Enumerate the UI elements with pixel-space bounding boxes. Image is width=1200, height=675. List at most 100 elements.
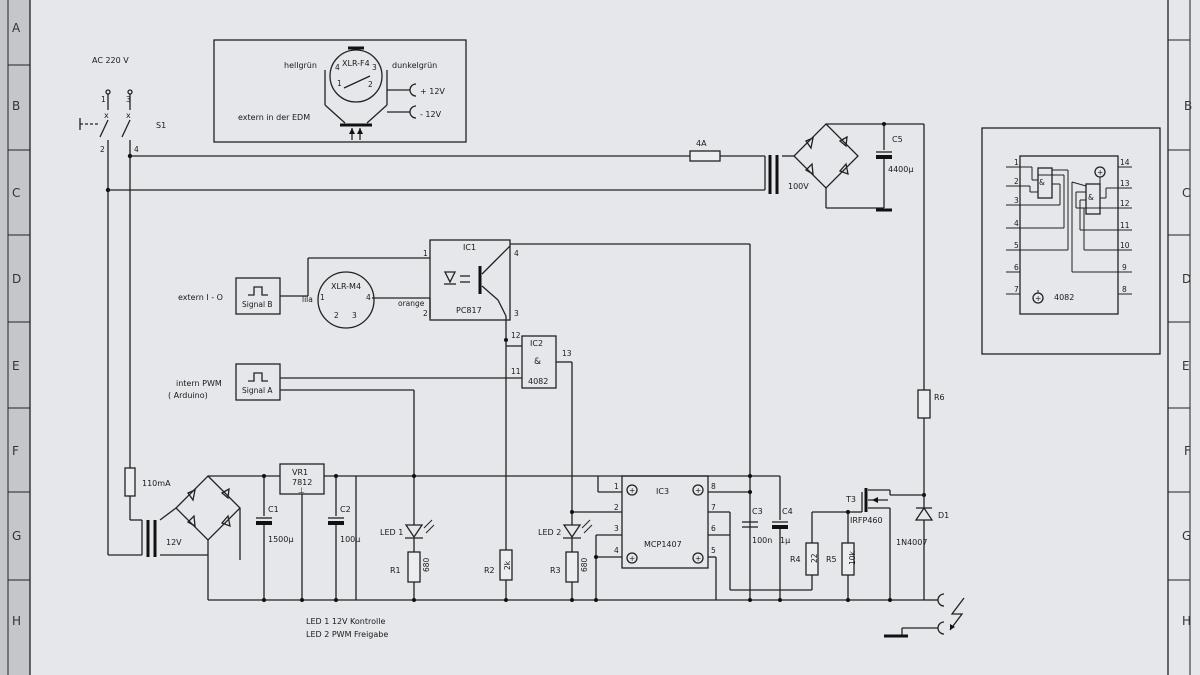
- pin-label: 6: [711, 524, 716, 533]
- pin-label: 4: [335, 63, 340, 72]
- r5-label: R5: [826, 555, 837, 564]
- xlr-m4-connector: [317, 271, 375, 329]
- row-label: A: [12, 21, 21, 35]
- pin-label: 4: [134, 145, 139, 154]
- pin-label: 8: [711, 482, 716, 491]
- pin-label: 10: [1120, 241, 1130, 250]
- pin-label: 14: [1120, 158, 1130, 167]
- plus12-label: + 12V: [420, 87, 445, 96]
- pin-label: 2: [614, 503, 619, 512]
- pin-label: 11: [511, 367, 521, 376]
- spark-symbol: [949, 597, 965, 631]
- pin-label: 1: [423, 249, 428, 258]
- legend-led2: LED 2 PWM Freigabe: [306, 630, 388, 639]
- ic1-type: PC817: [456, 306, 482, 315]
- gate-symbol: &: [1039, 178, 1045, 187]
- pin-label: 12: [1120, 199, 1130, 208]
- c4-value: 1µ: [780, 536, 790, 545]
- output-stage: 22 R4 10k R5 T3 IRFP460 D1 1N4007: [790, 488, 965, 638]
- r1: [407, 551, 421, 583]
- r3-label: R3: [550, 566, 561, 575]
- row-label: G: [12, 529, 21, 543]
- hellgruen-label: hellgrün: [284, 61, 317, 70]
- t3-label: T3: [845, 495, 856, 504]
- c2-label: C2: [340, 505, 351, 514]
- vr1-label: VR1: [292, 468, 308, 477]
- d1-type: 1N4007: [896, 538, 927, 547]
- pinout-ic-label: 4082: [1054, 293, 1074, 302]
- drawing-frame: A B C D E F G H B C D E F G H: [7, 0, 1192, 675]
- legend: LED 1 12V Kontrolle LED 2 PWM Freigabe: [306, 617, 388, 639]
- intern-pwm-label: intern PWM: [176, 379, 222, 388]
- low-voltage-supply: 110mA 12V C1 1500µ VR1 7812 ⊥: [108, 463, 924, 602]
- r1-label: R1: [390, 566, 401, 575]
- plus-mark: +: [629, 554, 635, 563]
- led1-label: LED 1: [380, 528, 403, 537]
- xlr-m4-label: XLR-M4: [331, 282, 361, 291]
- plus-mark: +: [1035, 294, 1041, 303]
- xlr-f4-label: XLR-F4: [342, 59, 370, 68]
- switch-contact: x: [104, 111, 109, 120]
- pin-label: 5: [1014, 241, 1019, 250]
- gate-symbol: &: [1088, 193, 1094, 202]
- row-label: G: [1182, 529, 1191, 543]
- pin-label: 3: [1014, 196, 1019, 205]
- pin-label: 4: [366, 293, 371, 302]
- switch-contact: x: [126, 111, 131, 120]
- pin-label: 1: [320, 293, 325, 302]
- row-label: D: [1182, 272, 1191, 286]
- pin-label: 3: [372, 63, 377, 72]
- row-label: F: [12, 444, 19, 458]
- mains-input: AC 220 V 1 3 x x S1 2 4: [79, 56, 166, 555]
- pin-label: 2: [368, 80, 373, 89]
- row-label: E: [12, 359, 20, 373]
- pin-label: 3: [126, 95, 131, 104]
- row-label: C: [1182, 186, 1190, 200]
- pin-label: 7: [1014, 285, 1019, 294]
- pin-label: 4: [614, 546, 619, 555]
- pin-label: 11: [1120, 221, 1130, 230]
- r1-value: 680: [422, 557, 431, 572]
- r3-value: 680: [580, 557, 589, 572]
- pin-label: 1: [1014, 158, 1019, 167]
- r4-label: R4: [790, 555, 801, 564]
- fuse-4a-label: 4A: [696, 139, 707, 148]
- c3-label: C3: [752, 507, 763, 516]
- plus-mark: +: [695, 554, 701, 563]
- c5-value: 4400µ: [888, 165, 913, 174]
- pinout-4082: 4082 + + & &: [981, 127, 1161, 355]
- r4-value: 22: [810, 553, 819, 563]
- pin-label: 2: [334, 311, 339, 320]
- ic1-label: IC1: [463, 243, 476, 252]
- pin-label: 5: [711, 546, 716, 555]
- row-label: B: [12, 99, 20, 113]
- ic3-type: MCP1407: [644, 540, 682, 549]
- pin-label: 1: [101, 95, 106, 104]
- pin-label: 12: [511, 331, 521, 340]
- plus-mark: +: [629, 486, 635, 495]
- pin-label: 3: [352, 311, 357, 320]
- pin-label: 9: [1122, 263, 1127, 272]
- vr1-type: 7812: [292, 478, 312, 487]
- row-label: C: [12, 186, 20, 200]
- pin-label: 1: [614, 482, 619, 491]
- fuse-110ma: [124, 467, 136, 497]
- pin-label: 1: [337, 79, 342, 88]
- t3-type: IRFP460: [850, 516, 883, 525]
- transformer-100v-label: 100V: [788, 182, 809, 191]
- fuse-110ma-label: 110mA: [142, 479, 171, 488]
- ac-label: AC 220 V: [92, 56, 129, 65]
- row-label: B: [1184, 99, 1192, 113]
- row-label: F: [1184, 444, 1191, 458]
- pin-label: 4: [1014, 219, 1019, 228]
- row-label: D: [12, 272, 21, 286]
- switch-label: S1: [156, 121, 166, 130]
- c2-value: 100µ: [340, 535, 360, 544]
- row-label: H: [12, 614, 21, 628]
- ic2-label: IC2: [530, 339, 543, 348]
- decoupling-caps: C3 100n C4 1µ: [742, 476, 793, 602]
- led2-label: LED 2: [538, 528, 561, 537]
- r2-label: R2: [484, 566, 495, 575]
- d1-label: D1: [938, 511, 949, 520]
- plus-mark: +: [695, 486, 701, 495]
